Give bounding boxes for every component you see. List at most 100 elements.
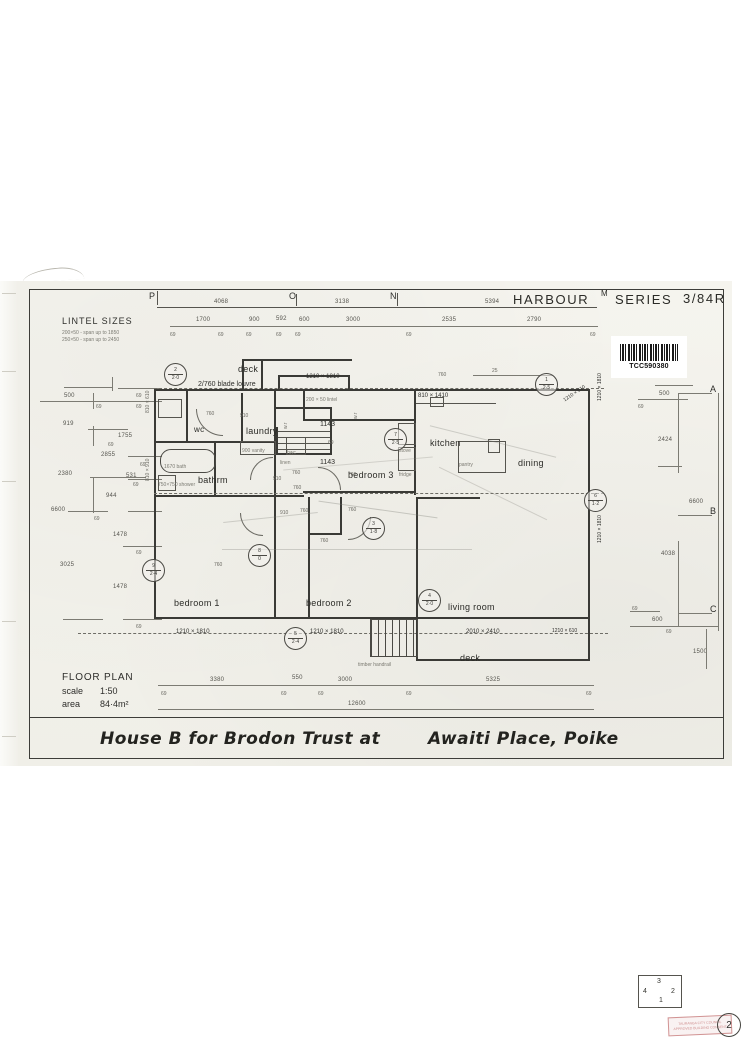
dim-offset-t3: 69: [246, 332, 252, 338]
dim-right-1: 500: [659, 391, 670, 397]
opening-kitchen-window: 810 × 1410: [418, 393, 449, 399]
deck-top-edge: [242, 359, 352, 361]
fixture-fridge: fridge: [399, 472, 412, 478]
kitchen-fridge: [398, 447, 416, 471]
room-label-wc: wc: [194, 425, 205, 434]
wall-bath-div: [214, 443, 216, 495]
bath-fixture: [160, 449, 216, 473]
dim-left-i6: 1478: [113, 584, 128, 590]
grid-label-O: O: [289, 291, 297, 301]
dim-right-9: 1500: [693, 649, 708, 655]
shower-tray: [158, 475, 176, 491]
wall-bed3-bottom: [303, 491, 416, 493]
dim-top-3: 5394: [485, 299, 500, 305]
centreline-top: [154, 388, 604, 389]
orient-top: 3: [657, 978, 661, 985]
wall-bed2-cupb: [340, 497, 342, 535]
wall-step-1: [278, 375, 280, 391]
wall-bed3-top: [303, 419, 415, 421]
opening-living-slider: 2010 × 2410: [466, 629, 500, 635]
opening-top-1: 1210 × 1810: [306, 374, 340, 380]
fixture-blade-louvre: 2/760 blade louvre: [198, 381, 256, 388]
barcode-number: TCC590380: [629, 363, 669, 370]
dim-left-i2: 2855: [101, 452, 116, 458]
deck-top-left: [242, 359, 244, 391]
opening-bed1-window: 1210 × 1810: [176, 629, 210, 635]
barcode-bars: [620, 344, 678, 361]
sheet-number: 2: [717, 1013, 741, 1037]
series-title: HARBOUR: [513, 292, 590, 307]
grid-label-B: B: [710, 506, 717, 516]
dim-bottom-o5: 69: [586, 691, 592, 697]
kitchen-pantry: [458, 441, 506, 473]
dim-top-1: 4068: [214, 299, 229, 305]
dim-offset-t6: 69: [406, 332, 412, 338]
dim-left-5: 3025: [60, 562, 75, 568]
dim-top-s2: 900: [249, 317, 260, 323]
wall-wc-bottom: [154, 441, 276, 443]
dim-right-3: 2424: [658, 437, 673, 443]
interior-dim-1: 1143: [320, 421, 336, 428]
dim-right-7: 600: [652, 617, 663, 623]
opening-right-1: 1210 × 1810: [597, 373, 603, 401]
wall-wc-right: [186, 391, 188, 443]
scan-left-edge: [0, 281, 19, 766]
fixture-hwc: hwc: [287, 450, 296, 456]
wall-bed2-left: [308, 497, 310, 617]
opening-lintel-note: 200 × 50 lintel: [306, 397, 338, 403]
dim-offset-t7: 69: [590, 332, 596, 338]
wall-hall-left: [274, 497, 276, 535]
dim-bottom-o4: 69: [406, 691, 412, 697]
dim-left-1: 500: [64, 393, 75, 399]
interior-dim-3: 69: [328, 440, 334, 446]
dim-bottom-2: 550: [292, 675, 303, 681]
grid-label-A: A: [710, 384, 717, 394]
room-label-deck-top: deck: [238, 364, 259, 374]
lintel-line-2: 250×50 - span up to 2450: [62, 337, 120, 343]
area-value: 84·4m²: [100, 699, 129, 709]
dim-offset-t5: 69: [295, 332, 301, 338]
centreline-horizontal: [154, 493, 604, 494]
wall-cupboard: [308, 533, 342, 535]
fixture-pantry: pantry: [459, 462, 473, 468]
scale-value: 1:50: [100, 686, 118, 696]
opening-right-2: 1210 × 1810: [597, 515, 603, 543]
dim-bottom-o2: 69: [281, 691, 287, 697]
bench-unit: [430, 397, 444, 407]
room-label-deck-bottom: deck: [460, 653, 481, 663]
dim-left-3: 2380: [58, 471, 73, 477]
fixture-linen: linen: [280, 460, 291, 466]
wall-top-deck: [278, 375, 350, 377]
orient-left: 4: [643, 988, 647, 995]
wall-step-2: [348, 375, 350, 391]
wall-bottom-outer: [154, 617, 590, 619]
fixture-stove: stove: [399, 448, 411, 454]
dim-bottom-1: 3380: [210, 677, 225, 683]
dim-right-8: 69: [666, 629, 672, 635]
dim-right-4: 6600: [689, 499, 704, 505]
wall-bed1-right: [274, 533, 276, 617]
wall-bed2-right: [416, 497, 418, 617]
lintel-line-1: 200×50 - span up to 1850: [62, 330, 120, 336]
floorplan-label: FLOOR PLAN: [62, 672, 134, 683]
drawing-sheet: HARBOUR M SERIES 3/84R TCC590380 LINTEL …: [18, 281, 741, 1037]
wall-top-left: [154, 389, 280, 391]
wall-hall-bottom: [274, 495, 304, 497]
dim-right-6: 69: [632, 606, 638, 612]
dim-offset-t2: 69: [218, 332, 224, 338]
dim-top-s6: 2535: [442, 317, 457, 323]
lintel-heading: LINTEL SIZES: [62, 316, 133, 326]
drawing-border: [29, 289, 724, 759]
dim-top-s4: 600: [299, 317, 310, 323]
scale-label: scale: [62, 686, 84, 696]
dim-left-i3: 531: [126, 473, 137, 479]
dim-left-i4: 944: [106, 493, 117, 499]
room-label-dining: dining: [518, 458, 544, 468]
orient-bottom: 1: [659, 997, 663, 1004]
interior-dim-4: 25: [492, 368, 498, 374]
dim-right-2: 69: [638, 404, 644, 410]
